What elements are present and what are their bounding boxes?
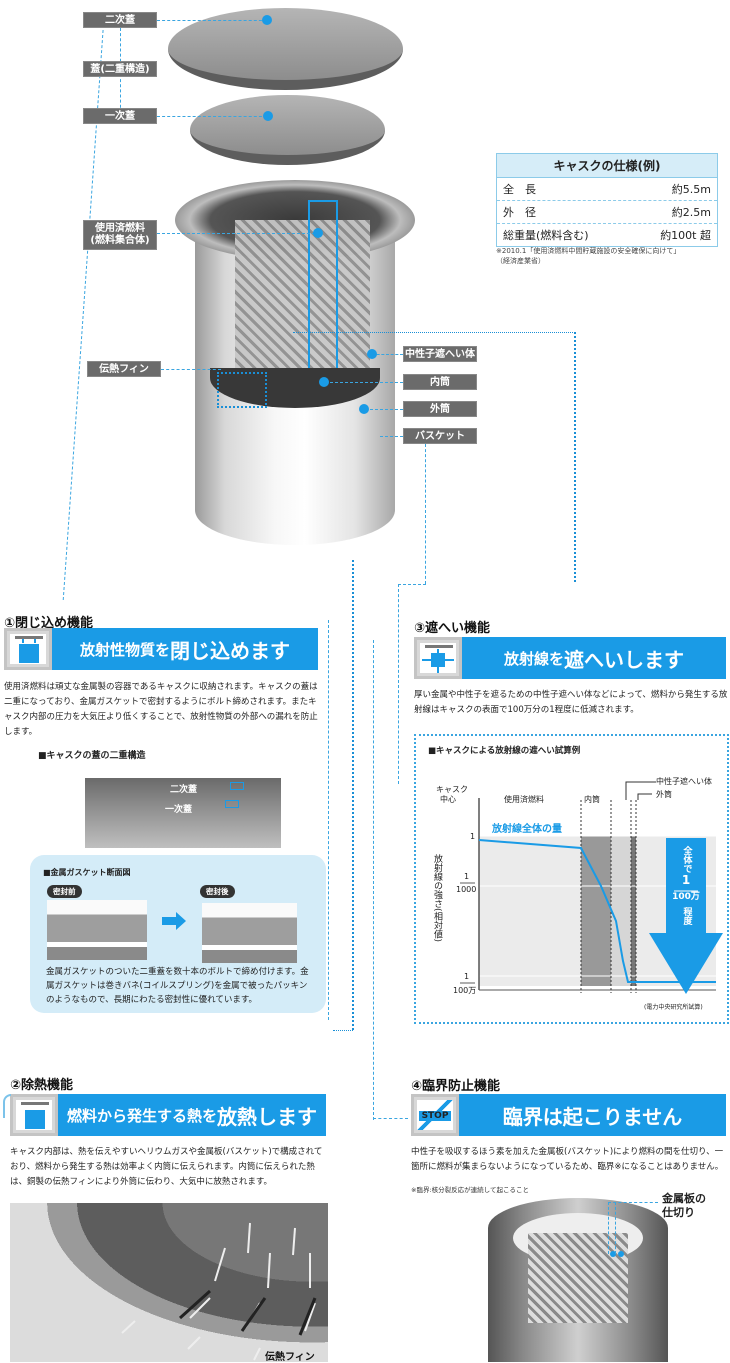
label-outer-cylinder: 外筒 — [403, 401, 477, 417]
chart-ylabel: 放射線の強さ(相対値) — [432, 854, 442, 943]
shielding-banner: 放射線を 遮へいします — [462, 637, 726, 679]
spec-row: 外 径 約2.5m — [497, 201, 717, 224]
label-primary-lid: 一次蓋 — [83, 108, 157, 124]
criticality-title: ④臨界防止機能 — [411, 1079, 501, 1094]
spec-table-note: ※2010.1「使用済燃料中間貯蔵施設の安全確保に向けて」 （経済産業省） — [496, 247, 681, 265]
lid-cross-section-image: 二次蓋 一次蓋 — [85, 778, 281, 848]
arrow-annotation: 全体で 1 100万 程度 — [672, 846, 700, 925]
series-label: 放射線全体の量 — [492, 824, 562, 835]
basket-partition-image — [488, 1198, 668, 1362]
spec-row: 総重量(燃料含む) 約100t 超 — [503, 229, 711, 242]
heat-removal-icon — [10, 1094, 58, 1136]
heat-fin-label: 伝熱フィン — [265, 1352, 315, 1363]
heat-removal-title: ②除熱機能 — [10, 1078, 74, 1093]
gasket-after-image — [202, 903, 297, 963]
containment-title: ①閉じ込め機能 — [4, 616, 94, 631]
chart-title: ■キャスクによる放射線の遮へい試算例 — [428, 746, 581, 756]
spec-table-title: キャスクの仕様(例) — [497, 154, 717, 178]
spec-row: 全 長 約5.5m — [497, 178, 717, 201]
shielding-icon — [414, 637, 462, 679]
label-inner-cylinder: 内筒 — [403, 374, 477, 390]
label-spent-fuel: 使用済燃料 (燃料集合体) — [83, 220, 157, 250]
shielding-chart: ■キャスクによる放射線の遮へい試算例 キャスク 中心 使用済燃料 内筒 中性子遮… — [414, 734, 729, 1024]
heat-removal-banner: 燃料から発生する熱を 放熱します — [58, 1094, 326, 1136]
label-secondary-lid: 二次蓋 — [83, 12, 157, 28]
badge-after-sealing: 密封後 — [200, 885, 235, 898]
heat-removal-body: キャスク内部は、熱を伝えやすいヘリウムガスや金属板(バスケット)で構成されており… — [10, 1147, 323, 1187]
label-neutron-shield: 中性子遮へい体 — [403, 346, 477, 362]
secondary-lid-image — [168, 8, 403, 90]
lid-structure-title: ■キャスクの蓋の二重構造 — [38, 751, 146, 761]
gasket-before-image — [47, 900, 147, 960]
badge-before-sealing: 密封前 — [47, 885, 82, 898]
fuel-assembly-highlight — [308, 200, 338, 370]
fuel-basket-image — [235, 220, 370, 380]
chart-plot — [460, 781, 723, 994]
containment-icon — [4, 628, 52, 670]
heat-fin-cutaway-image: 伝熱フィン — [10, 1203, 328, 1363]
containment-body: 使用済燃料は頑丈な金属製の容器であるキャスクに収納されます。キャスクの蓋は二重に… — [4, 682, 318, 737]
label-lid-double: 蓋(二重構造) — [83, 61, 157, 77]
stop-icon: STOP — [411, 1094, 459, 1136]
heat-arrow-left-icon — [3, 1094, 11, 1118]
shielding-body: 厚い金属や中性子を遮るための中性子遮へい体などによって、燃料から発生する放射線は… — [414, 690, 728, 715]
spec-table: キャスクの仕様(例) 全 長 約5.5m 外 径 約2.5m 総重量(燃料含む)… — [496, 153, 718, 247]
containment-banner: 放射性物質を 閉じ込めます — [52, 628, 318, 670]
label-basket: バスケット — [403, 428, 477, 444]
shielding-title: ③遮へい機能 — [414, 621, 491, 636]
label-heat-fin: 伝熱フィン — [87, 361, 161, 377]
gasket-panel: ■金属ガスケット断面図 密封前 密封後 金属ガスケットのついた二重蓋を数十本のボ… — [30, 855, 326, 1013]
chart-source: (電力中央研究所試算) — [644, 1004, 703, 1011]
criticality-note: ※臨界:核分裂反応が連続して起こること — [411, 1186, 529, 1194]
primary-lid-image — [190, 95, 385, 165]
criticality-body: 中性子を吸収するほう素を加えた金属板(バスケット)により燃料の間を仕切り、一箇所… — [411, 1147, 724, 1172]
criticality-banner: 臨界は起こりません — [459, 1094, 726, 1136]
partition-label: 金属板の 仕切り — [662, 1192, 706, 1219]
arrow-right-icon — [162, 917, 176, 925]
